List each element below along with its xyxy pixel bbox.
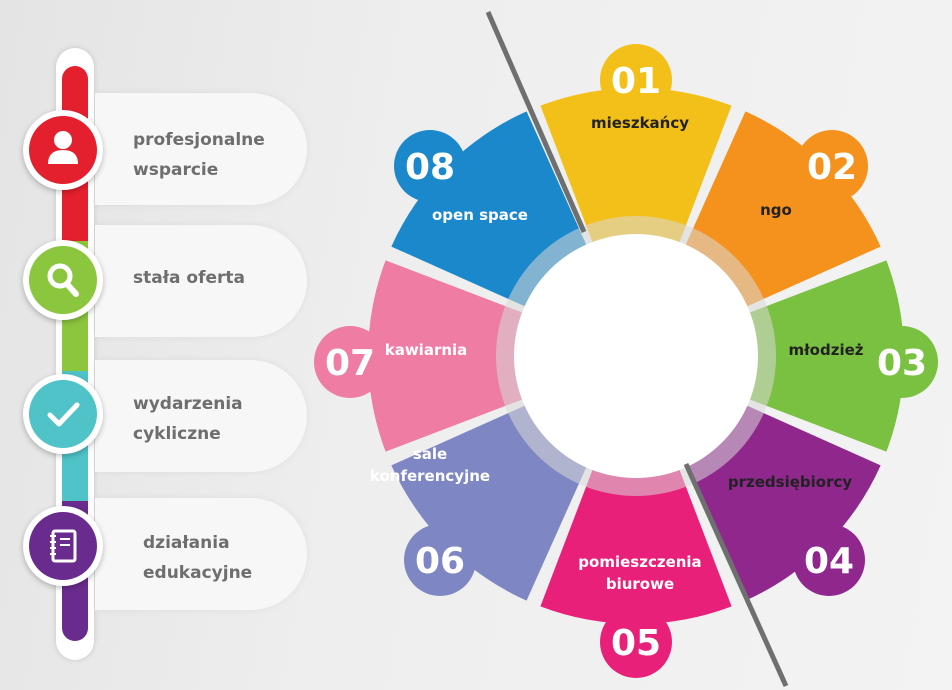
feature-card-4 (95, 498, 307, 610)
segment-number: 01 (611, 61, 661, 102)
segment-number-bubble (600, 606, 672, 678)
diagonal-line-top (485, 11, 587, 233)
segment-label: młodzież (788, 341, 863, 359)
segment-number-bubble (866, 326, 938, 398)
segment-label: ngo (760, 201, 792, 219)
segment-number-bubble (404, 524, 476, 596)
feature-card-1 (95, 93, 307, 205)
segment-number: 04 (804, 541, 854, 582)
feature-badge-2 (23, 240, 103, 320)
segment-number: 02 (807, 147, 857, 188)
diagonal-line-bottom (683, 462, 789, 688)
checkmark-icon (47, 402, 80, 427)
feature-badge-1 (23, 110, 103, 190)
segment-number-bubble (796, 130, 868, 202)
wheel-segment-03 (746, 260, 904, 452)
notebook-icon (50, 529, 77, 563)
segment-number-bubble (793, 524, 865, 596)
segment-number: 07 (325, 343, 375, 384)
segment-number: 05 (611, 623, 661, 664)
segment-label: kawiarnia (385, 341, 468, 359)
feature-label: stała oferta (133, 268, 246, 288)
wheel-center (514, 234, 758, 478)
feature-label: działania edukacyjne (143, 533, 253, 583)
segment-number: 08 (405, 147, 455, 188)
feature-badge-4 (23, 506, 103, 586)
feature-badge-3 (23, 374, 103, 454)
wheel-segment-05 (540, 466, 732, 624)
segment-number-bubble (314, 326, 386, 398)
person-icon (48, 131, 78, 164)
feature-card-3 (95, 360, 307, 472)
segment-label: przedsiębiorcy (728, 473, 852, 491)
segment-number: 03 (877, 343, 927, 384)
segment-label: mieszkańcy (591, 114, 689, 132)
segment-number-bubble (600, 44, 672, 116)
feature-label: profesjonalne wsparcie (133, 130, 265, 180)
segment-label: open space (432, 206, 528, 224)
segment-number: 06 (415, 541, 465, 582)
wheel-segment-07 (368, 260, 526, 452)
wheel-segment-01 (540, 88, 732, 246)
segment-number-bubble (394, 130, 466, 202)
feature-card-2 (95, 225, 307, 337)
search-icon (47, 263, 79, 297)
feature-label: wydarzenia cykliczne (133, 394, 243, 444)
